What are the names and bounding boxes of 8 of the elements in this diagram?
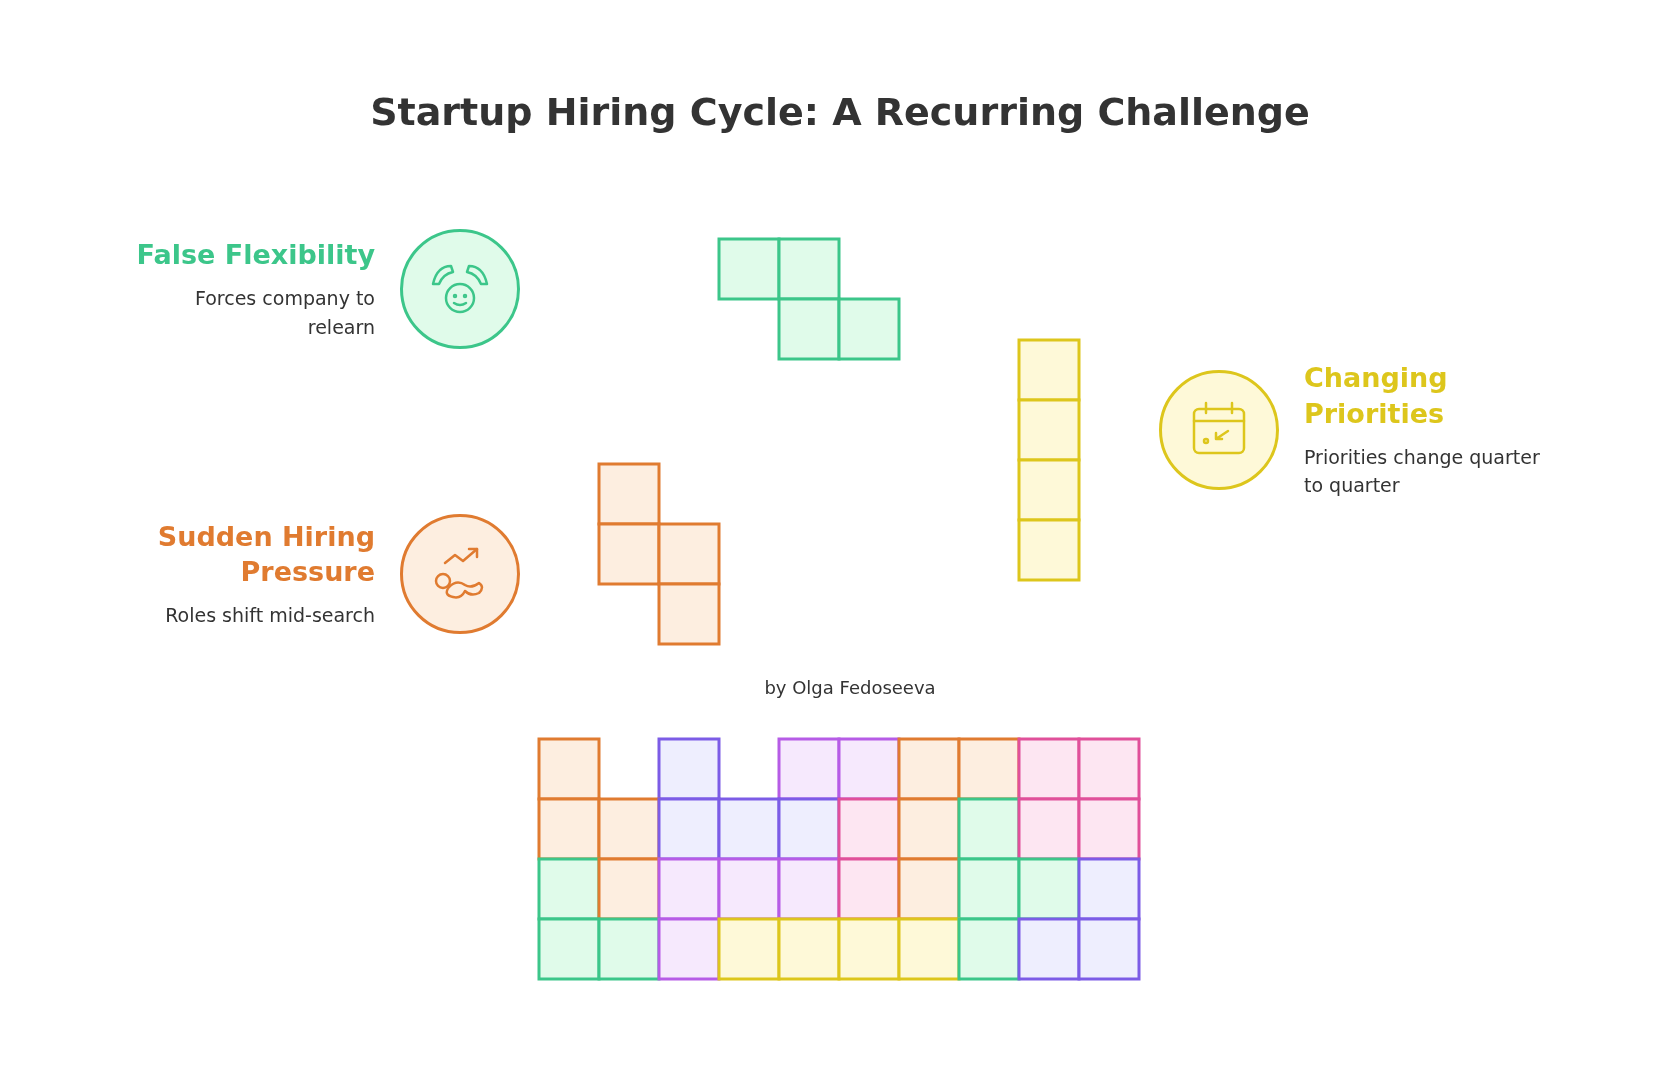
description: Roles shift mid-search — [165, 602, 375, 628]
heading: Changing Priorities — [1304, 361, 1449, 431]
description: Priorities change quarter to quarter — [1304, 444, 1541, 499]
author-credit: by Olga Fedoseeva — [763, 676, 937, 700]
title: Startup Hiring Cycle: A Recurring Challenge — [369, 89, 1311, 136]
heading: Sudden Hiring Pressure — [156, 519, 375, 589]
heading: False Flexibility — [136, 237, 375, 272]
description: Forces company to relearn — [193, 286, 375, 340]
